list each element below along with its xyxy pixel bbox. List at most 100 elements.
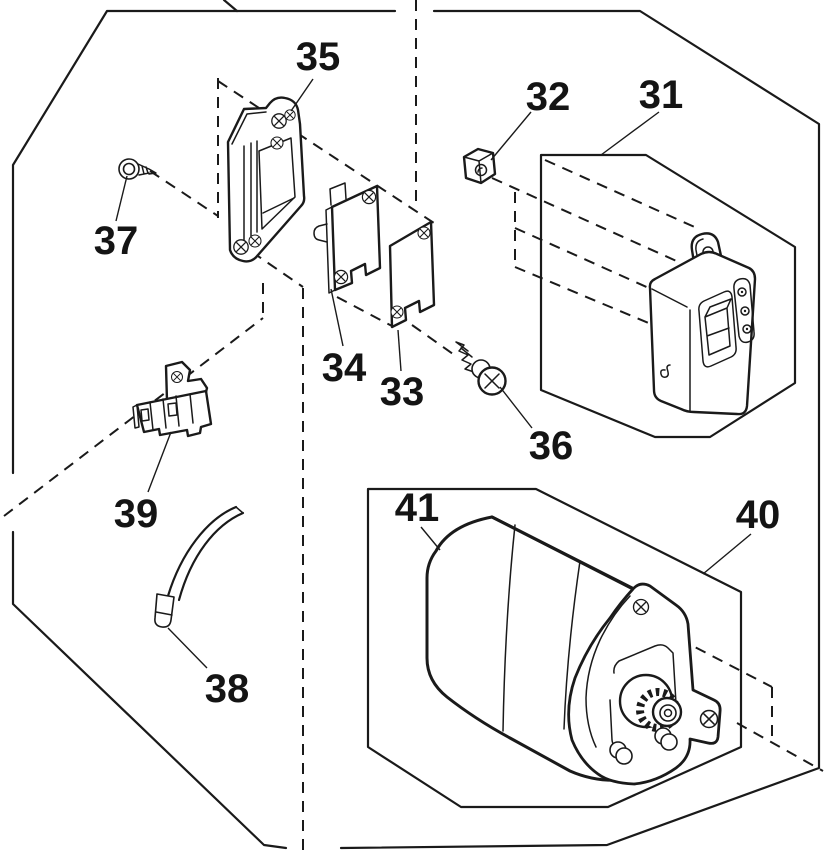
pulley-shaft — [659, 704, 677, 722]
dashed-nut-axis-lower — [491, 177, 693, 269]
label-34: 34 — [322, 346, 367, 390]
dashed-motor-bottom — [736, 722, 824, 772]
pin-3 — [742, 324, 752, 334]
bracket-screw-mid — [270, 136, 284, 150]
bracket-outer — [226, 96, 306, 263]
screw37-head-inner — [122, 162, 136, 176]
switch-body-edges — [651, 288, 691, 412]
stud-left — [615, 747, 633, 765]
label-35: 35 — [296, 35, 341, 79]
screw37-thread — [137, 163, 157, 176]
clamp-screw-hole — [171, 371, 183, 383]
label-41: 41 — [395, 486, 440, 530]
part-41-motor — [425, 515, 722, 786]
board34-screw-bottom — [333, 269, 349, 285]
label-38: 38 — [205, 667, 250, 711]
top-leader-line — [222, 0, 239, 13]
board34-screw-top — [361, 189, 377, 205]
switch-lug-inner — [695, 238, 704, 267]
motor-mount-panel-40 — [366, 487, 743, 809]
pin-1-hole — [740, 290, 744, 294]
pin-2 — [740, 306, 750, 316]
switch-body — [648, 250, 757, 416]
connector-3pin — [733, 277, 755, 344]
label-39: 39 — [114, 492, 159, 536]
leader-38 — [167, 627, 208, 669]
pin-2-hole — [743, 309, 747, 313]
tube-inner — [177, 511, 245, 602]
leader-33 — [397, 329, 402, 372]
label-31: 31 — [639, 73, 684, 117]
endbell-screw — [632, 598, 650, 616]
part-39-cord-clamp — [132, 360, 213, 438]
label-36: 36 — [529, 424, 574, 468]
alignment-dashed-lines — [3, 78, 824, 772]
bracket-sill — [262, 197, 295, 214]
leader-34 — [330, 288, 344, 347]
part-37-screw — [118, 158, 157, 180]
bracket-screw-top2 — [284, 109, 296, 121]
leader-lines — [115, 78, 752, 669]
dashed-axis-screw36 — [411, 324, 454, 355]
bracket-depth-top — [231, 111, 267, 145]
tube-tip — [154, 593, 175, 628]
screw36-phillips — [484, 373, 500, 389]
nut-hole — [474, 163, 488, 177]
leader-40 — [702, 533, 752, 575]
clamp-body — [135, 389, 213, 438]
rocker-switch — [704, 298, 732, 356]
label-37: 37 — [94, 219, 139, 263]
leader-37 — [115, 175, 128, 222]
dashed-nut-axis-upper — [544, 159, 700, 230]
clamp-slots — [132, 393, 194, 431]
machine-outline — [11, 0, 821, 854]
stud-right — [660, 733, 678, 751]
dashed-axis-35-bottom — [251, 251, 304, 288]
cord-mark — [660, 364, 671, 378]
dashed-axis-screw37 — [149, 170, 219, 217]
part-38-lead-tube — [154, 505, 245, 628]
dashed-axis-top — [217, 80, 435, 224]
dashed-clamp-align — [3, 317, 264, 517]
pulley-shaft-hole — [663, 708, 673, 718]
rocker-recess — [698, 290, 737, 368]
part-number-labels: 31 32 33 34 35 36 37 38 39 40 41 — [94, 35, 781, 711]
bracket-rails — [243, 140, 258, 241]
outline-left-lower — [11, 530, 288, 850]
part-31-switch-box — [648, 232, 757, 416]
screw36-thread — [455, 341, 475, 373]
label-40: 40 — [736, 493, 781, 537]
tube-cut-end — [235, 506, 244, 514]
plate33-screw-top — [417, 226, 431, 240]
foot-screw — [699, 709, 719, 729]
pin-1 — [737, 287, 747, 297]
bracket-screw-bottom — [233, 239, 249, 255]
endbell-inner-edge — [585, 595, 631, 748]
nut-hole-thread — [477, 167, 483, 173]
leader-39 — [147, 431, 172, 493]
part-32-nut — [462, 147, 497, 185]
board34-tab — [329, 182, 347, 206]
part-36-screw — [455, 341, 507, 396]
outline-right — [339, 9, 821, 850]
label-32: 32 — [526, 75, 571, 119]
board34-connector — [313, 223, 328, 243]
leader-36 — [499, 386, 533, 429]
part-33-plate — [388, 220, 436, 329]
dashed-axis-34-33 — [336, 296, 393, 327]
clamp-windows — [140, 402, 178, 422]
leader-32 — [490, 111, 532, 161]
switch-mount-panel-31 — [539, 153, 797, 439]
motor-body-top-edge — [490, 515, 635, 591]
tube-tip-line — [155, 611, 173, 616]
leader-35 — [290, 78, 314, 112]
leader-31 — [600, 111, 660, 156]
leader-41 — [420, 526, 441, 551]
pin-3-hole — [745, 327, 749, 331]
label-33: 33 — [380, 370, 425, 414]
plate33 — [388, 220, 436, 329]
board34-plate — [330, 184, 382, 292]
outline-left-upper — [11, 9, 397, 475]
